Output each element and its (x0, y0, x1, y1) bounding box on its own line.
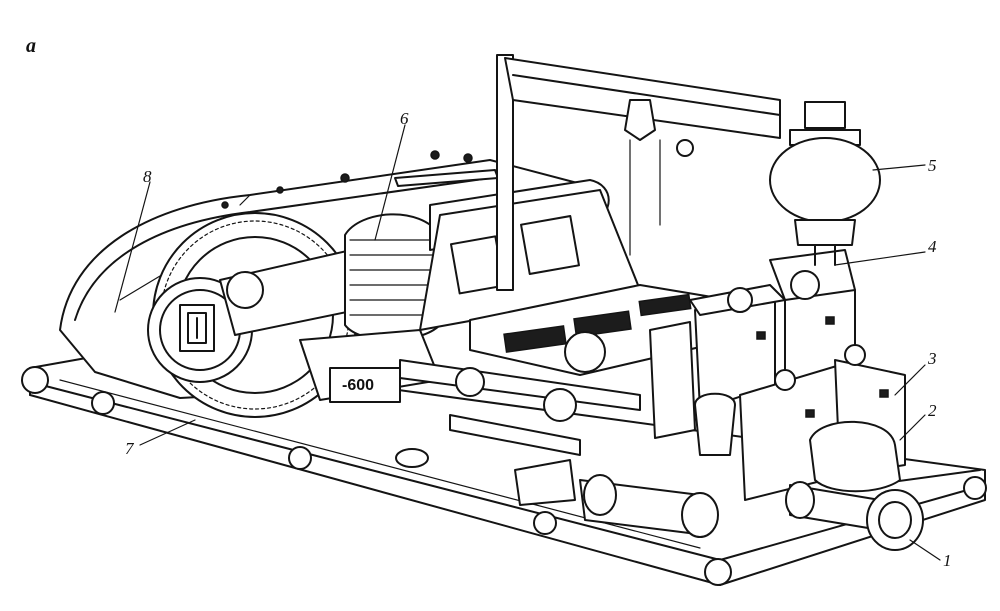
discharge-manifold (785, 420, 924, 551)
leader-lines (114, 124, 941, 561)
nameplate-text: -600 (342, 377, 375, 394)
air-chamber (769, 101, 881, 266)
figure-letter: a (26, 35, 36, 57)
callout-4: 4 (928, 237, 937, 256)
callout-5: 5 (928, 156, 937, 175)
hoist-beam (496, 54, 781, 291)
callout-8: 8 (143, 167, 152, 186)
callout-3: 3 (928, 349, 937, 368)
crankcase (299, 189, 641, 422)
callout-1: 1 (943, 551, 952, 570)
auxiliary-motor (395, 321, 736, 538)
callout-2: 2 (928, 401, 937, 420)
callout-7: 7 (125, 439, 134, 458)
callout-6: 6 (400, 109, 409, 128)
